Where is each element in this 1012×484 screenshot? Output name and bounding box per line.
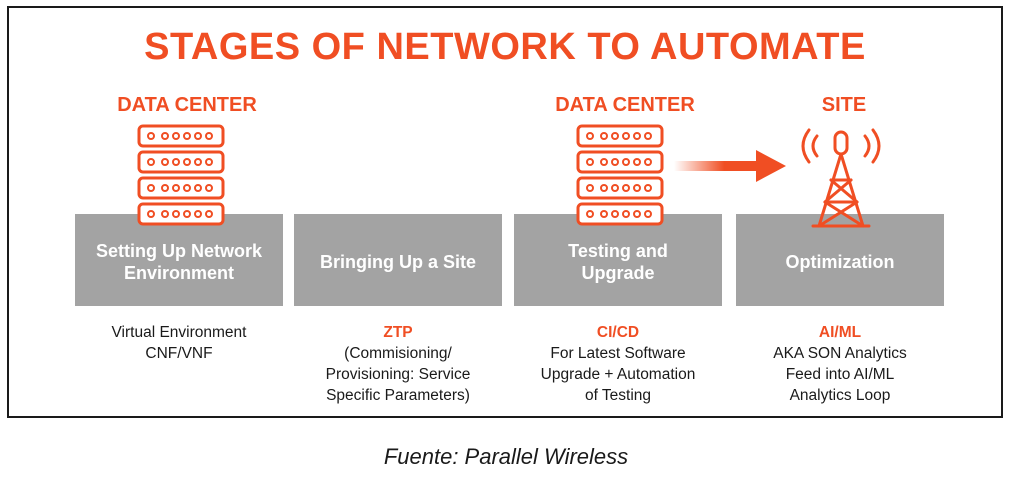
stage-box-2: Bringing Up a Site: [294, 214, 502, 306]
source-caption: Fuente: Parallel Wireless: [383, 444, 629, 469]
header-data-center-1: DATA CENTER: [117, 94, 257, 116]
header-data-center-2: DATA CENTER: [555, 94, 695, 116]
stage-desc-4-line-1: AKA SON Analytics: [773, 345, 907, 362]
stage-desc-3-line-1: For Latest Software: [550, 345, 686, 362]
stage-desc-2-line-3: Specific Parameters): [326, 387, 470, 404]
stage-highlight-4: AI/ML: [818, 324, 862, 341]
stage-desc-4: AI/ML AKA SON Analytics Feed into AI/ML …: [730, 322, 950, 406]
stage-label-3: Testing and Upgrade: [568, 241, 668, 283]
cell-tower-icon: [801, 128, 881, 228]
stage-highlight-2: ZTP: [383, 324, 413, 341]
stage-desc-1-line-1: Virtual Environment: [111, 324, 247, 341]
stage-desc-2-line-2: Provisioning: Service: [325, 366, 471, 383]
stage-desc-3-line-2: Upgrade + Automation: [540, 366, 696, 383]
server-rack-icon: [576, 124, 664, 226]
stage-desc-4-line-2: Feed into AI/ML: [785, 366, 895, 383]
diagram-title: STAGES OF NETWORK TO AUTOMATE: [144, 26, 866, 68]
stage-desc-2-line-1: (Commisioning/: [344, 345, 452, 362]
stage-desc-3: CI/CD For Latest Software Upgrade + Auto…: [508, 322, 728, 406]
stage-highlight-3: CI/CD: [596, 324, 640, 341]
stage-label-1: Setting Up Network Environment: [95, 241, 262, 283]
server-rack-icon: [137, 124, 225, 226]
stage-desc-4-line-3: Analytics Loop: [789, 387, 891, 404]
stage-desc-1: Virtual Environment CNF/VNF: [69, 322, 289, 364]
stage-label-2: Bringing Up a Site: [319, 252, 476, 272]
stage-box-1: Setting Up Network Environment: [75, 214, 283, 306]
stage-label-4: Optimization: [785, 252, 895, 272]
header-site: SITE: [821, 94, 867, 116]
arrow-right-icon: [674, 150, 786, 182]
stage-box-4: Optimization: [736, 214, 944, 306]
stage-box-3: Testing and Upgrade: [514, 214, 722, 306]
stage-desc-2: ZTP (Commisioning/ Provisioning: Service…: [288, 322, 508, 406]
diagram-frame: STAGES OF NETWORK TO AUTOMATE DATA CENTE…: [7, 6, 1003, 418]
stage-desc-1-line-2: CNF/VNF: [145, 345, 213, 362]
stage-desc-3-line-3: of Testing: [584, 387, 652, 404]
